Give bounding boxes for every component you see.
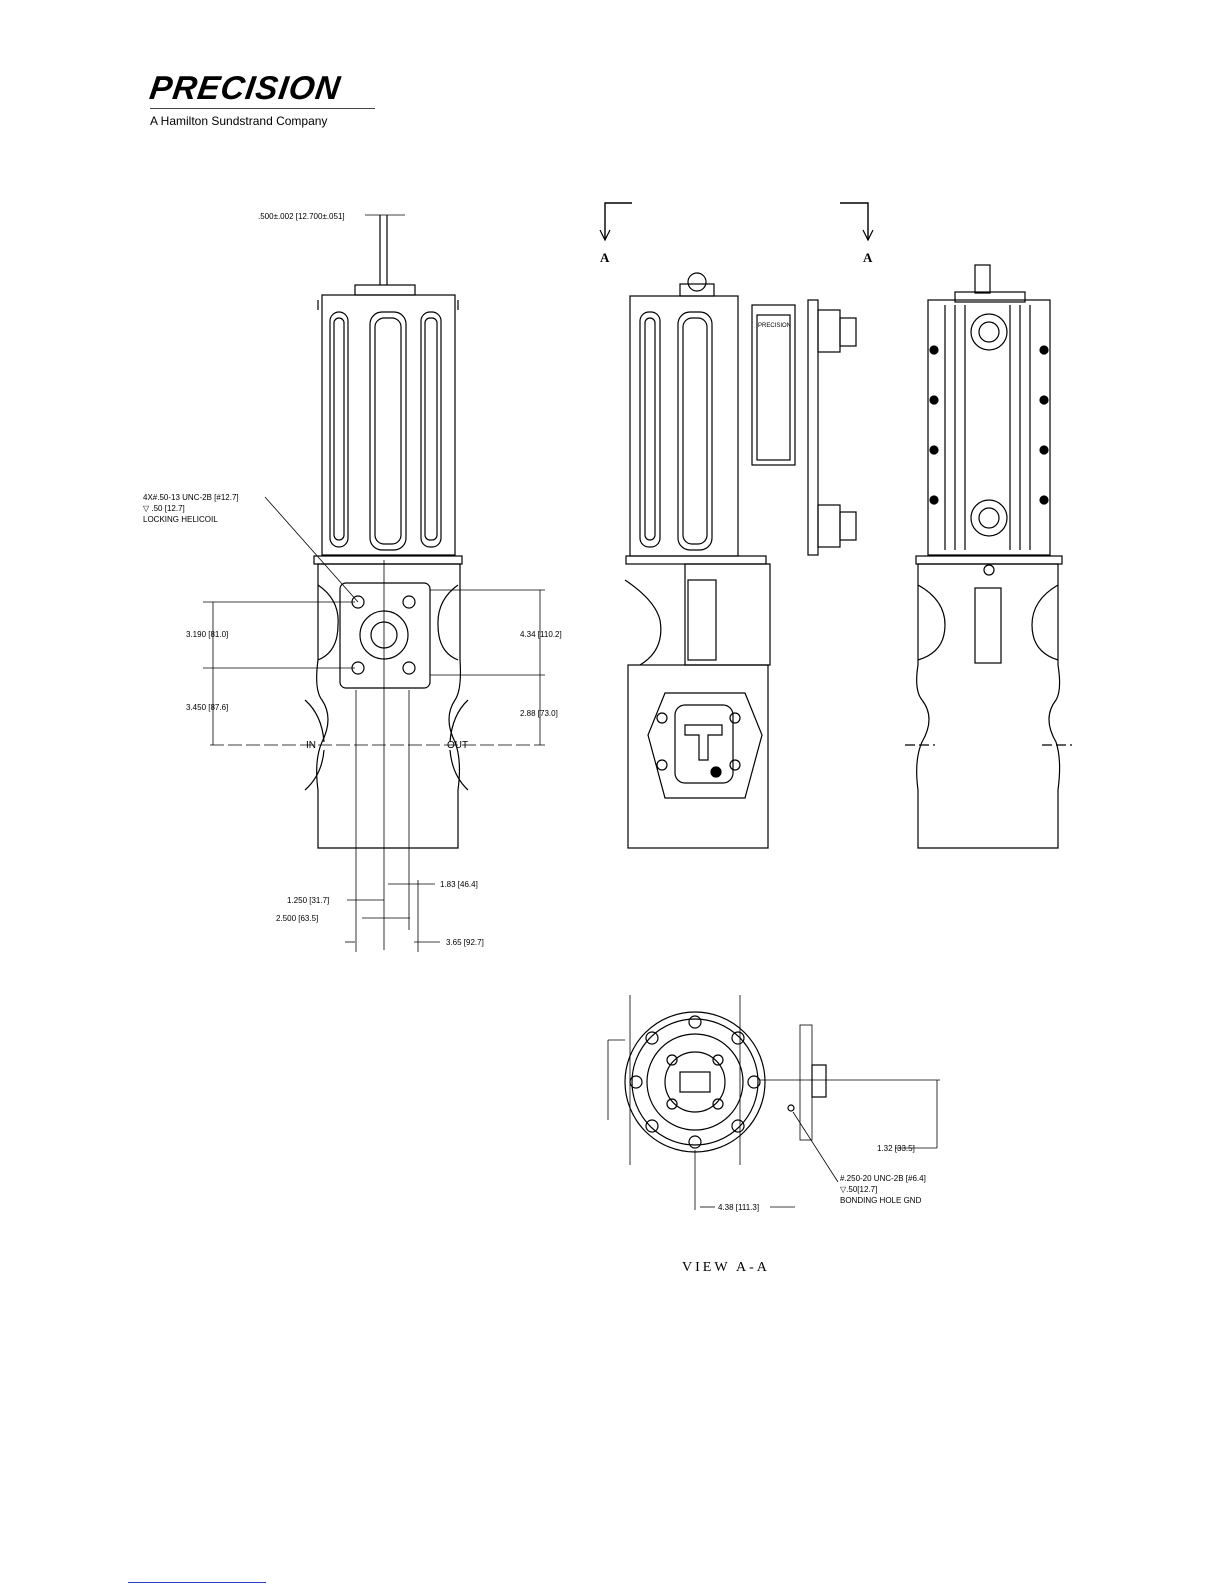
section-view [607, 995, 940, 1210]
bonding-hole-line3: BONDING HOLE GND [840, 1196, 922, 1205]
dim-right-upper: 4.34 [110.2] [520, 630, 562, 639]
dim-bottom-4: 3.65 [92.7] [446, 938, 484, 947]
bonding-hole-line1: #.250-20 UNC-2B [#6.4] [840, 1174, 926, 1183]
side-view [599, 202, 874, 849]
bonding-hole-line2: ▽.50[12.7] [840, 1185, 877, 1194]
shaft-dimension: .500±.002 [12.700±.051] [258, 212, 345, 221]
dim-bottom-2: 1.83 [46.4] [440, 880, 478, 889]
callout-helicoil-line3: LOCKING HELICOIL [143, 515, 218, 524]
port-out-label: OUT [447, 740, 468, 751]
dim-section-horizontal: 4.38 [111.3] [718, 1203, 759, 1212]
section-mark-right: A [863, 250, 873, 265]
front-view [203, 214, 545, 952]
callout-helicoil-line2: ▽ .50 [12.7] [143, 504, 185, 513]
dim-bottom-1: 1.250 [31.7] [287, 896, 329, 905]
section-mark-left: A [600, 250, 610, 265]
logo-rule [150, 108, 375, 109]
dim-right-lower: 2.88 [73.0] [520, 709, 558, 718]
side-plate-label: PRECISION [758, 323, 791, 329]
dim-left-upper: 3.190 [81.0] [186, 630, 228, 639]
footer-link-underline[interactable] [128, 1582, 266, 1583]
rear-view [905, 264, 1072, 849]
section-view-caption: VIEW A-A [682, 1260, 770, 1275]
company-logo: PRECISION A Hamilton Sundstrand Company [147, 69, 385, 132]
callout-helicoil-line1: 4X#.50-13 UNC-2B [#12.7] [143, 493, 239, 502]
dim-section-vertical: 1.32 [33.5] [877, 1144, 915, 1153]
logo-tagline: A Hamilton Sundstrand Company [150, 114, 328, 128]
port-in-label: IN [306, 740, 316, 751]
dim-left-lower: 3.450 [87.6] [186, 703, 228, 712]
dim-bottom-3: 2.500 [63.5] [276, 914, 318, 923]
